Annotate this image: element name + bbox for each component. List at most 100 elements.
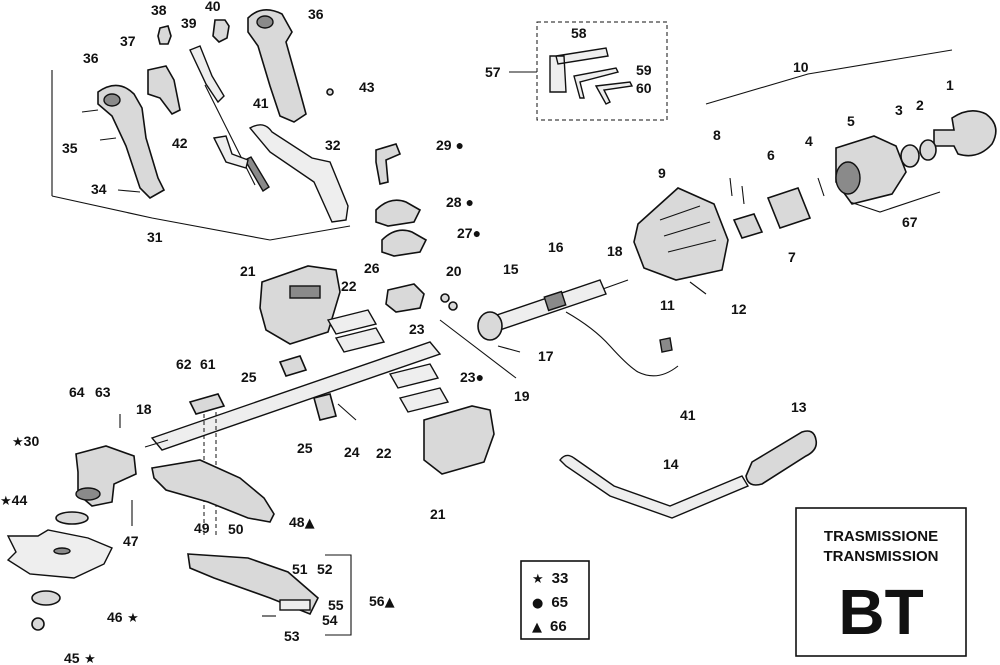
part-17-screws <box>497 345 521 353</box>
callout-13: 13 <box>791 399 807 415</box>
part-35-screw-a <box>81 109 99 113</box>
part-45-nut <box>31 617 45 631</box>
callout-29: 29 ● <box>436 137 464 153</box>
part-48-guard <box>151 459 275 523</box>
callout-44: ★44 <box>0 492 27 509</box>
part-28-clamp <box>375 199 422 227</box>
callout-39: 39 <box>181 15 197 31</box>
part-44-washer <box>55 511 89 525</box>
part-54-plate <box>279 599 311 611</box>
callout-43: 43 <box>359 79 375 95</box>
callout-58: 58 <box>571 25 587 41</box>
title-line-1: TRASMISSIONE <box>824 528 938 545</box>
callout-9: 9 <box>658 165 666 181</box>
part-24-screws <box>337 403 357 421</box>
callout-3: 3 <box>895 102 903 118</box>
callout-23-lower: 23● <box>460 369 484 385</box>
part-34-screw <box>117 189 141 193</box>
callout-50: 50 <box>228 521 244 537</box>
part-30-gear-head-bore <box>75 487 101 501</box>
legend-box <box>520 560 590 640</box>
callout-8: 8 <box>713 127 721 143</box>
part-36-handle-upper <box>247 9 307 123</box>
part-41-cable <box>204 84 256 186</box>
part-42-bracket <box>212 135 249 169</box>
callout-48: 48▲ <box>289 514 315 531</box>
callout-16: 16 <box>548 239 564 255</box>
callout-35: 35 <box>62 140 78 156</box>
callout-23-upper: 23 <box>409 321 425 337</box>
callout-15: 15 <box>503 261 519 277</box>
part-23-pad-lower <box>398 387 450 413</box>
callout-61: 61 <box>200 356 216 372</box>
part-36-handle-lower-hole <box>103 93 121 107</box>
part-31-bracket-line <box>51 195 351 241</box>
callout-17: 17 <box>538 348 554 364</box>
tool-kit-box <box>536 21 668 121</box>
callout-22-upper: 22 <box>341 278 357 294</box>
callout-55: 55 <box>328 597 344 613</box>
part-60-allen-key <box>594 81 634 105</box>
callout-67: 67 <box>902 214 918 230</box>
callout-5: 5 <box>847 113 855 129</box>
part-40-clip <box>212 19 230 43</box>
callout-26: 26 <box>364 260 380 276</box>
callout-4: 4 <box>805 133 813 149</box>
callout-28: 28 ● <box>446 194 474 210</box>
part-4-pin <box>817 177 825 197</box>
part-41-cable-spring <box>244 156 270 192</box>
part-23-pad-upper <box>388 363 440 389</box>
part-36-handle-upper-hole <box>256 15 274 29</box>
callout-21-lower: 21 <box>430 506 446 522</box>
part-12-screws <box>689 281 707 295</box>
callout-25-upper: 25 <box>241 369 257 385</box>
part-62-bracket <box>188 393 226 415</box>
callout-51: 51 <box>292 561 308 577</box>
part-21-housing-lower <box>423 405 495 475</box>
part-14-handlebar <box>559 454 750 519</box>
callout-37: 37 <box>120 33 136 49</box>
part-43-screw <box>326 88 334 96</box>
part-38-clip <box>157 25 172 45</box>
callout-41-lower: 41 <box>680 407 696 423</box>
part-58-socket-wrench <box>549 47 609 93</box>
part-27-clamp <box>381 229 428 257</box>
callout-30: ★30 <box>12 433 39 450</box>
callout-31: 31 <box>147 229 163 245</box>
callout-52: 52 <box>317 561 333 577</box>
callout-46: 46 ★ <box>107 609 139 626</box>
legend: ★33 ●65 ▲66 <box>520 560 590 640</box>
part-22-pad-b <box>334 327 386 353</box>
callout-47: 47 <box>123 533 139 549</box>
callout-6: 6 <box>767 147 775 163</box>
part-8-screw-a <box>729 177 733 197</box>
part-2-ring <box>919 139 937 161</box>
part-10-bracket <box>705 49 953 105</box>
title-code: BT <box>838 576 923 648</box>
callout-18-lower: 18 <box>136 401 152 417</box>
callout-14: 14 <box>663 456 679 472</box>
part-49-guard-lower <box>187 553 319 616</box>
callout-59: 59 <box>636 62 652 78</box>
part-25-clamp-upper <box>278 355 308 377</box>
part-6-bushing <box>766 187 812 229</box>
callout-21-upper: 21 <box>240 263 256 279</box>
part-37-trigger <box>147 65 181 116</box>
callout-38: 38 <box>151 2 167 18</box>
callout-62: 62 <box>176 356 192 372</box>
callout-34: 34 <box>91 181 107 197</box>
callout-19: 19 <box>514 388 530 404</box>
part-3-ring <box>900 144 920 168</box>
callout-22-lower: 22 <box>376 445 392 461</box>
callout-24: 24 <box>344 444 360 460</box>
part-18-shaft-end-right <box>599 279 629 291</box>
part-25-clamp-lower <box>313 393 337 421</box>
callout-63: 63 <box>95 384 111 400</box>
part-7-flange <box>732 213 764 239</box>
part-59-allen-key <box>573 67 620 99</box>
part-32-handlebar <box>248 124 349 223</box>
part-56-bracket <box>325 554 352 636</box>
callout-53: 53 <box>284 628 300 644</box>
callout-64: 64 <box>69 384 85 400</box>
